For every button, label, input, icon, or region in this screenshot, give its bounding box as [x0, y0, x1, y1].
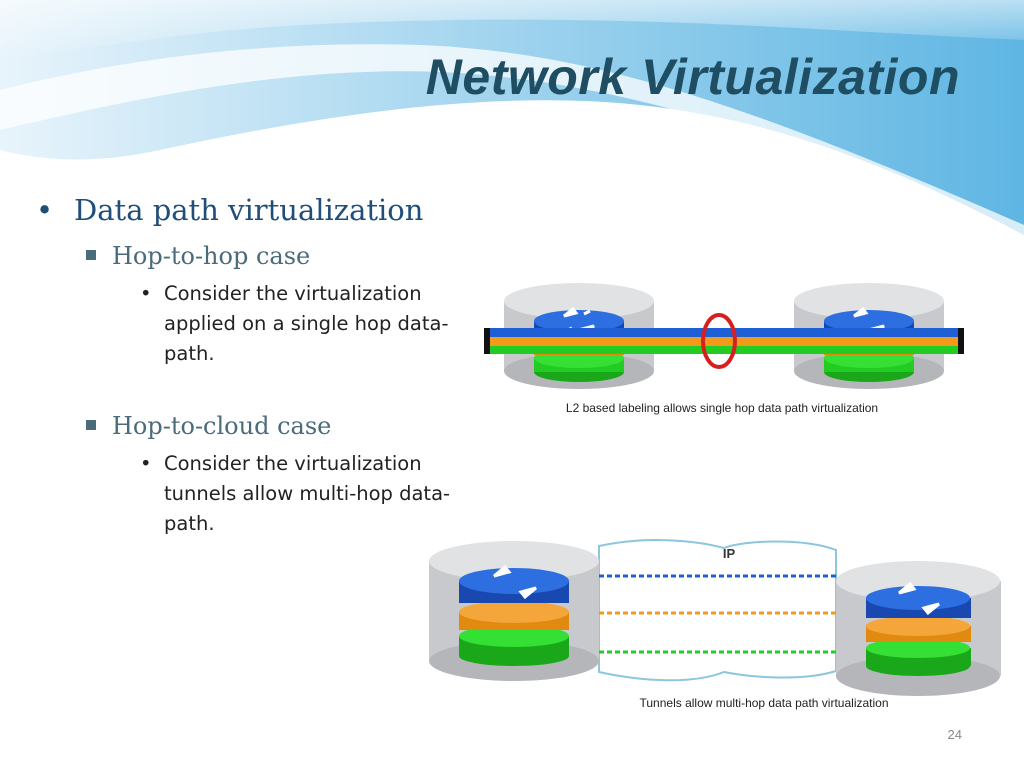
single-hop-caption: L2 based labeling allows single hop data… [566, 401, 878, 415]
bullet-hop-to-cloud-detail: • Consider the virtualization tunnels al… [140, 449, 480, 539]
page-number: 24 [947, 727, 962, 742]
bullet-text: Data path virtualization [74, 193, 424, 227]
bullet-hop-to-cloud: Hop-to-cloud case [86, 412, 331, 440]
bullet-data-path-virtualization: • Data path virtualization [36, 193, 423, 227]
bullet-hop-to-hop-detail: • Consider the virtualization applied on… [140, 279, 480, 369]
bullet-dot: • [140, 282, 152, 305]
tunnel-caption: Tunnels allow multi-hop data path virtua… [639, 696, 888, 710]
bullet-dot: • [36, 193, 54, 227]
cloud-label: IP [723, 546, 736, 561]
single-hop-links [484, 328, 964, 354]
ip-cloud [598, 539, 837, 682]
bullet-dot: • [140, 452, 152, 475]
link-ring-icon [701, 313, 737, 369]
router-left [429, 541, 599, 681]
square-bullet-icon [86, 249, 96, 260]
slide-title: Network Virtualization [425, 49, 960, 105]
square-bullet-icon [86, 419, 96, 430]
bullet-text: Hop-to-hop case [112, 242, 311, 270]
bullet-text: Hop-to-cloud case [112, 412, 332, 440]
bullet-text: Consider the virtualization tunnels allo… [164, 452, 451, 535]
single-hop-diagram: L2 based labeling allows single hop data… [484, 283, 964, 415]
background-wave [0, 0, 1024, 240]
bullet-text: Consider the virtualization applied on a… [164, 282, 449, 365]
bullet-hop-to-hop: Hop-to-hop case [86, 242, 310, 270]
tunnel-diagram: IP Tunnels allow multi-hop data path vir… [429, 539, 1001, 710]
router-right [836, 561, 1001, 696]
